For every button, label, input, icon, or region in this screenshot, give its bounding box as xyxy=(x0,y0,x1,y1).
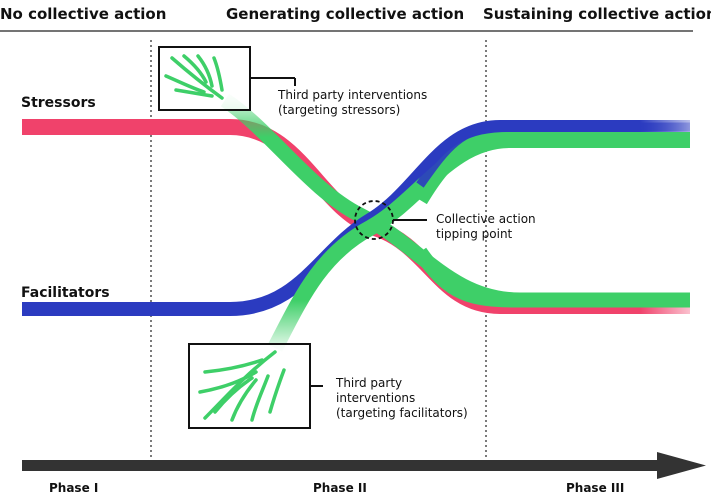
facilitator-interventions-line-3: (targeting facilitators) xyxy=(336,406,468,420)
tipping-point-text: Collective action tipping point xyxy=(436,212,536,242)
facilitator-intervention-band-tail xyxy=(413,132,690,205)
stressor-interventions-line-2: (targeting stressors) xyxy=(278,103,401,117)
facilitators-label: Facilitators xyxy=(21,285,110,301)
facilitator-interventions-line-1: Third party xyxy=(336,376,403,390)
phase1-header: No collective action xyxy=(0,5,167,23)
stressor-interventions-line-1: Third party interventions xyxy=(278,88,428,102)
facilitators-band-top xyxy=(416,122,690,188)
timeline-phase-1: Phase I xyxy=(49,481,99,495)
stressor-intervention-arrows xyxy=(164,54,224,100)
facilitator-interventions-line-2: interventions xyxy=(336,391,416,405)
timeline-bar xyxy=(22,460,662,471)
timeline-phase-3: Phase III xyxy=(566,481,625,495)
timeline-phase-2: Phase II xyxy=(313,481,367,495)
phase2-header: Generating collective action xyxy=(226,5,465,23)
facilitator-intervention-arrows xyxy=(198,350,286,422)
stressor-intervention-band-tail xyxy=(413,247,690,308)
facilitator-intervention-band xyxy=(267,132,690,352)
phase3-header: Sustaining collective action xyxy=(483,5,711,23)
tipping-point-line-1: Collective action xyxy=(436,212,536,226)
facilitator-interventions-text: Third party interventions (targeting fac… xyxy=(336,376,468,421)
stressors-label: Stressors xyxy=(21,95,96,111)
timeline-arrowhead xyxy=(657,452,706,479)
tipping-point-line-2: tipping point xyxy=(436,227,513,241)
stressor-interventions-text: Third party interventions (targeting str… xyxy=(278,88,427,118)
